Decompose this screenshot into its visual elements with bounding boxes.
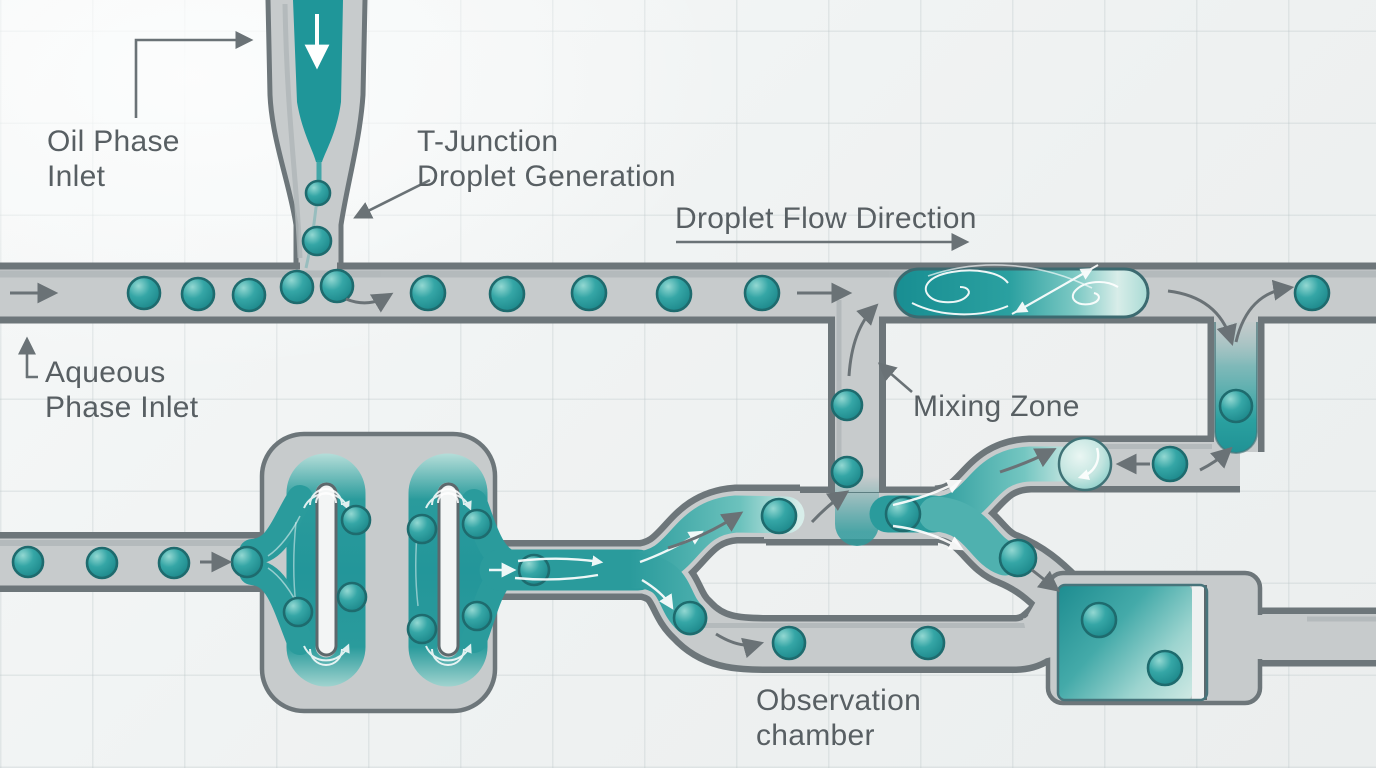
- droplet: [488, 275, 526, 313]
- white-streamlines: [489, 447, 1100, 610]
- oil-label-connector: [134, 30, 254, 118]
- aqueous-phase-inlet-label: Aqueous Phase Inlet: [45, 356, 199, 424]
- droplet: [336, 581, 368, 613]
- droplet: [406, 613, 438, 645]
- droplet: [340, 504, 372, 536]
- droplet: [231, 277, 267, 313]
- droplet: [304, 179, 332, 207]
- droplet: [1146, 649, 1184, 687]
- droplet: [406, 513, 438, 545]
- droplet: [570, 274, 608, 312]
- stream-arrow-icon: [892, 480, 962, 507]
- droplet: [1080, 601, 1118, 639]
- droplet: [282, 596, 314, 628]
- bulb-swirl-icon: [1077, 447, 1100, 480]
- channel-shading: [0, 3, 1376, 628]
- droplet: [830, 388, 864, 422]
- flow-arrow: [1234, 279, 1295, 343]
- flow-arrow: [847, 303, 879, 377]
- junction-bulb: [1057, 436, 1113, 492]
- droplet: [461, 508, 493, 540]
- droplet: [743, 274, 781, 312]
- droplet: [85, 546, 119, 580]
- droplet: [672, 600, 708, 636]
- droplet: [180, 276, 216, 312]
- droplet: [771, 625, 807, 661]
- droplet-flow-direction-label: Droplet Flow Direction: [675, 202, 977, 235]
- droplet: [11, 545, 45, 579]
- flow-arrows: [10, 232, 1295, 659]
- droplet: [760, 497, 798, 535]
- stream-arrow-icon: [639, 530, 704, 564]
- droplet: [998, 538, 1038, 578]
- droplet: [517, 553, 551, 587]
- droplet: [409, 274, 447, 312]
- flow-arrow: [715, 632, 765, 659]
- retention-well: [1214, 322, 1258, 454]
- stream-arrow-icon: [641, 578, 674, 610]
- droplet: [157, 546, 191, 580]
- flow-arrow: [667, 511, 744, 550]
- droplet: [230, 545, 264, 579]
- droplet: [461, 600, 493, 632]
- stream-arrow-icon: [892, 524, 964, 551]
- mixer-slot: [437, 482, 460, 657]
- tjunction-label-connector: [353, 178, 431, 219]
- flow-arrow: [1031, 568, 1060, 592]
- oil-phase-inlet-label: Oil Phase Inlet: [47, 125, 180, 193]
- aqueous-label-connector: [26, 342, 38, 379]
- droplet: [655, 275, 693, 313]
- droplet: [279, 269, 315, 305]
- flow-arrow: [999, 448, 1057, 474]
- label-connectors: [26, 30, 913, 393]
- mixingzone-label-connector: [877, 362, 913, 393]
- observation-chamber-label: Observation chamber: [756, 684, 922, 752]
- droplet: [1218, 388, 1254, 424]
- droplet: [830, 455, 864, 489]
- flow-arrow: [810, 490, 850, 524]
- droplet: [126, 275, 162, 311]
- droplet: [301, 225, 333, 257]
- droplet: [1293, 274, 1331, 312]
- mixing-zone-label: Mixing Zone: [913, 390, 1080, 423]
- droplet: [319, 268, 355, 304]
- flow-arrow: [1199, 446, 1233, 472]
- flow-arrow: [1167, 289, 1237, 347]
- mixing-zone-capsule: [893, 264, 1150, 319]
- droplet: [1151, 445, 1189, 483]
- droplet: [910, 625, 946, 661]
- t-junction-label: T-Junction Droplet Generation: [417, 125, 676, 193]
- mixer-slot: [315, 482, 338, 657]
- flow-arrow: [345, 292, 394, 313]
